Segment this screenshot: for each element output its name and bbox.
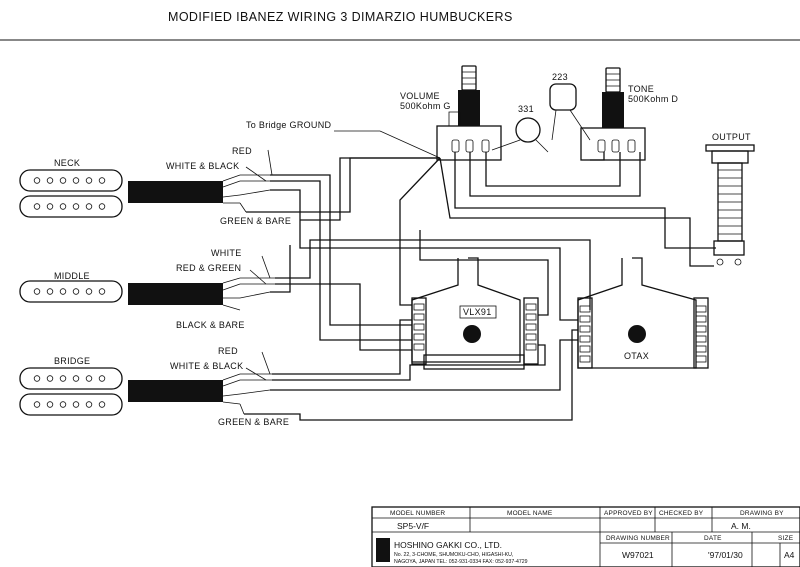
- middle-coil: [19, 280, 123, 303]
- neck-wire-label-1: RED: [232, 146, 252, 156]
- th-drawing-number: DRAWING NUMBER: [606, 535, 670, 542]
- company-address-1: No. 22, 3-CHOME, SHUMOKU-CHO, HIGASHI-KU…: [394, 552, 513, 558]
- middle-wire-label-1: WHITE: [211, 248, 242, 258]
- bridge-coil-bottom: [19, 393, 123, 416]
- volume-label-line2: 500Kohm G: [400, 101, 451, 111]
- output-jack: OUTPUT: [705, 132, 755, 266]
- neck-pickup: NECK RED WHITE & BLACK GREEN & BARE: [19, 146, 291, 226]
- switch-otax-label: OTAX: [624, 351, 649, 361]
- cap-331-label: 331: [518, 104, 534, 114]
- tone-label-line2: 500Kohm D: [628, 94, 678, 104]
- bridge-coil-top: [19, 367, 123, 390]
- bridge-wire-label-1: RED: [218, 346, 238, 356]
- bridge-pickup: BRIDGE RED WHITE & BLACK GREEN & BARE: [19, 346, 289, 427]
- bridge-wire-label-2: WHITE & BLACK: [170, 361, 243, 371]
- neck-wire-label-2: WHITE & BLACK: [166, 161, 239, 171]
- date-value: '97/01/30: [708, 550, 743, 560]
- tone-pot: TONE 500Kohm D: [580, 67, 678, 161]
- switch-vlx91: VLX91: [411, 257, 539, 370]
- company-logo-icon: [376, 538, 390, 562]
- neck-wire-label-3: GREEN & BARE: [220, 216, 291, 226]
- capacitor-223: 223: [549, 72, 591, 141]
- size-value: A4: [784, 550, 795, 560]
- wire-runs: [244, 152, 716, 421]
- bridge-label: BRIDGE: [54, 356, 90, 366]
- output-label: OUTPUT: [712, 132, 751, 142]
- tone-label-line1: TONE: [628, 84, 654, 94]
- th-drawing: DRAWING BY: [740, 510, 784, 517]
- th-model-name: MODEL NAME: [507, 510, 553, 517]
- title-block: MODEL NUMBER MODEL NAME APPROVED BY CHEC…: [371, 506, 800, 567]
- volume-label-line1: VOLUME: [400, 91, 440, 101]
- middle-label: MIDDLE: [54, 271, 90, 281]
- th-approved: APPROVED BY: [604, 510, 653, 517]
- th-date: DATE: [704, 535, 722, 542]
- ground-label: To Bridge GROUND: [246, 120, 332, 130]
- switch-otax: OTAX: [577, 257, 709, 369]
- neck-label: NECK: [54, 158, 80, 168]
- middle-wire-label-3: BLACK & BARE: [176, 320, 245, 330]
- neck-coil-top: [19, 169, 123, 192]
- th-model-number: MODEL NUMBER: [390, 510, 445, 517]
- company-address-2: NAGOYA, JAPAN TEL: 052-931-0334 FAX: 052…: [394, 559, 528, 565]
- th-checked: CHECKED BY: [659, 510, 704, 517]
- bridge-wire-label-3: GREEN & BARE: [218, 417, 289, 427]
- middle-pickup: MIDDLE WHITE RED & GREEN BLACK & BARE: [19, 248, 275, 330]
- diagram-title: MODIFIED IBANEZ WIRING 3 DIMARZIO HUMBUC…: [168, 10, 513, 24]
- model-number-value: SP5-V/F: [397, 521, 429, 531]
- volume-pot: VOLUME 500Kohm G: [400, 65, 502, 161]
- capacitor-331: 331: [491, 104, 549, 153]
- drawing-by-value: A. M.: [731, 521, 751, 531]
- neck-cable: [128, 181, 223, 203]
- drawing-number-value: W97021: [622, 550, 654, 560]
- neck-coil-bottom: [19, 195, 123, 218]
- bridge-cable: [128, 380, 223, 402]
- switch-vlx91-label: VLX91: [463, 307, 492, 317]
- cap-223-label: 223: [552, 72, 568, 82]
- middle-wire-label-2: RED & GREEN: [176, 263, 241, 273]
- company-name: HOSHINO GAKKI CO., LTD.: [394, 540, 502, 550]
- middle-cable: [128, 283, 223, 305]
- th-size: SIZE: [778, 535, 794, 542]
